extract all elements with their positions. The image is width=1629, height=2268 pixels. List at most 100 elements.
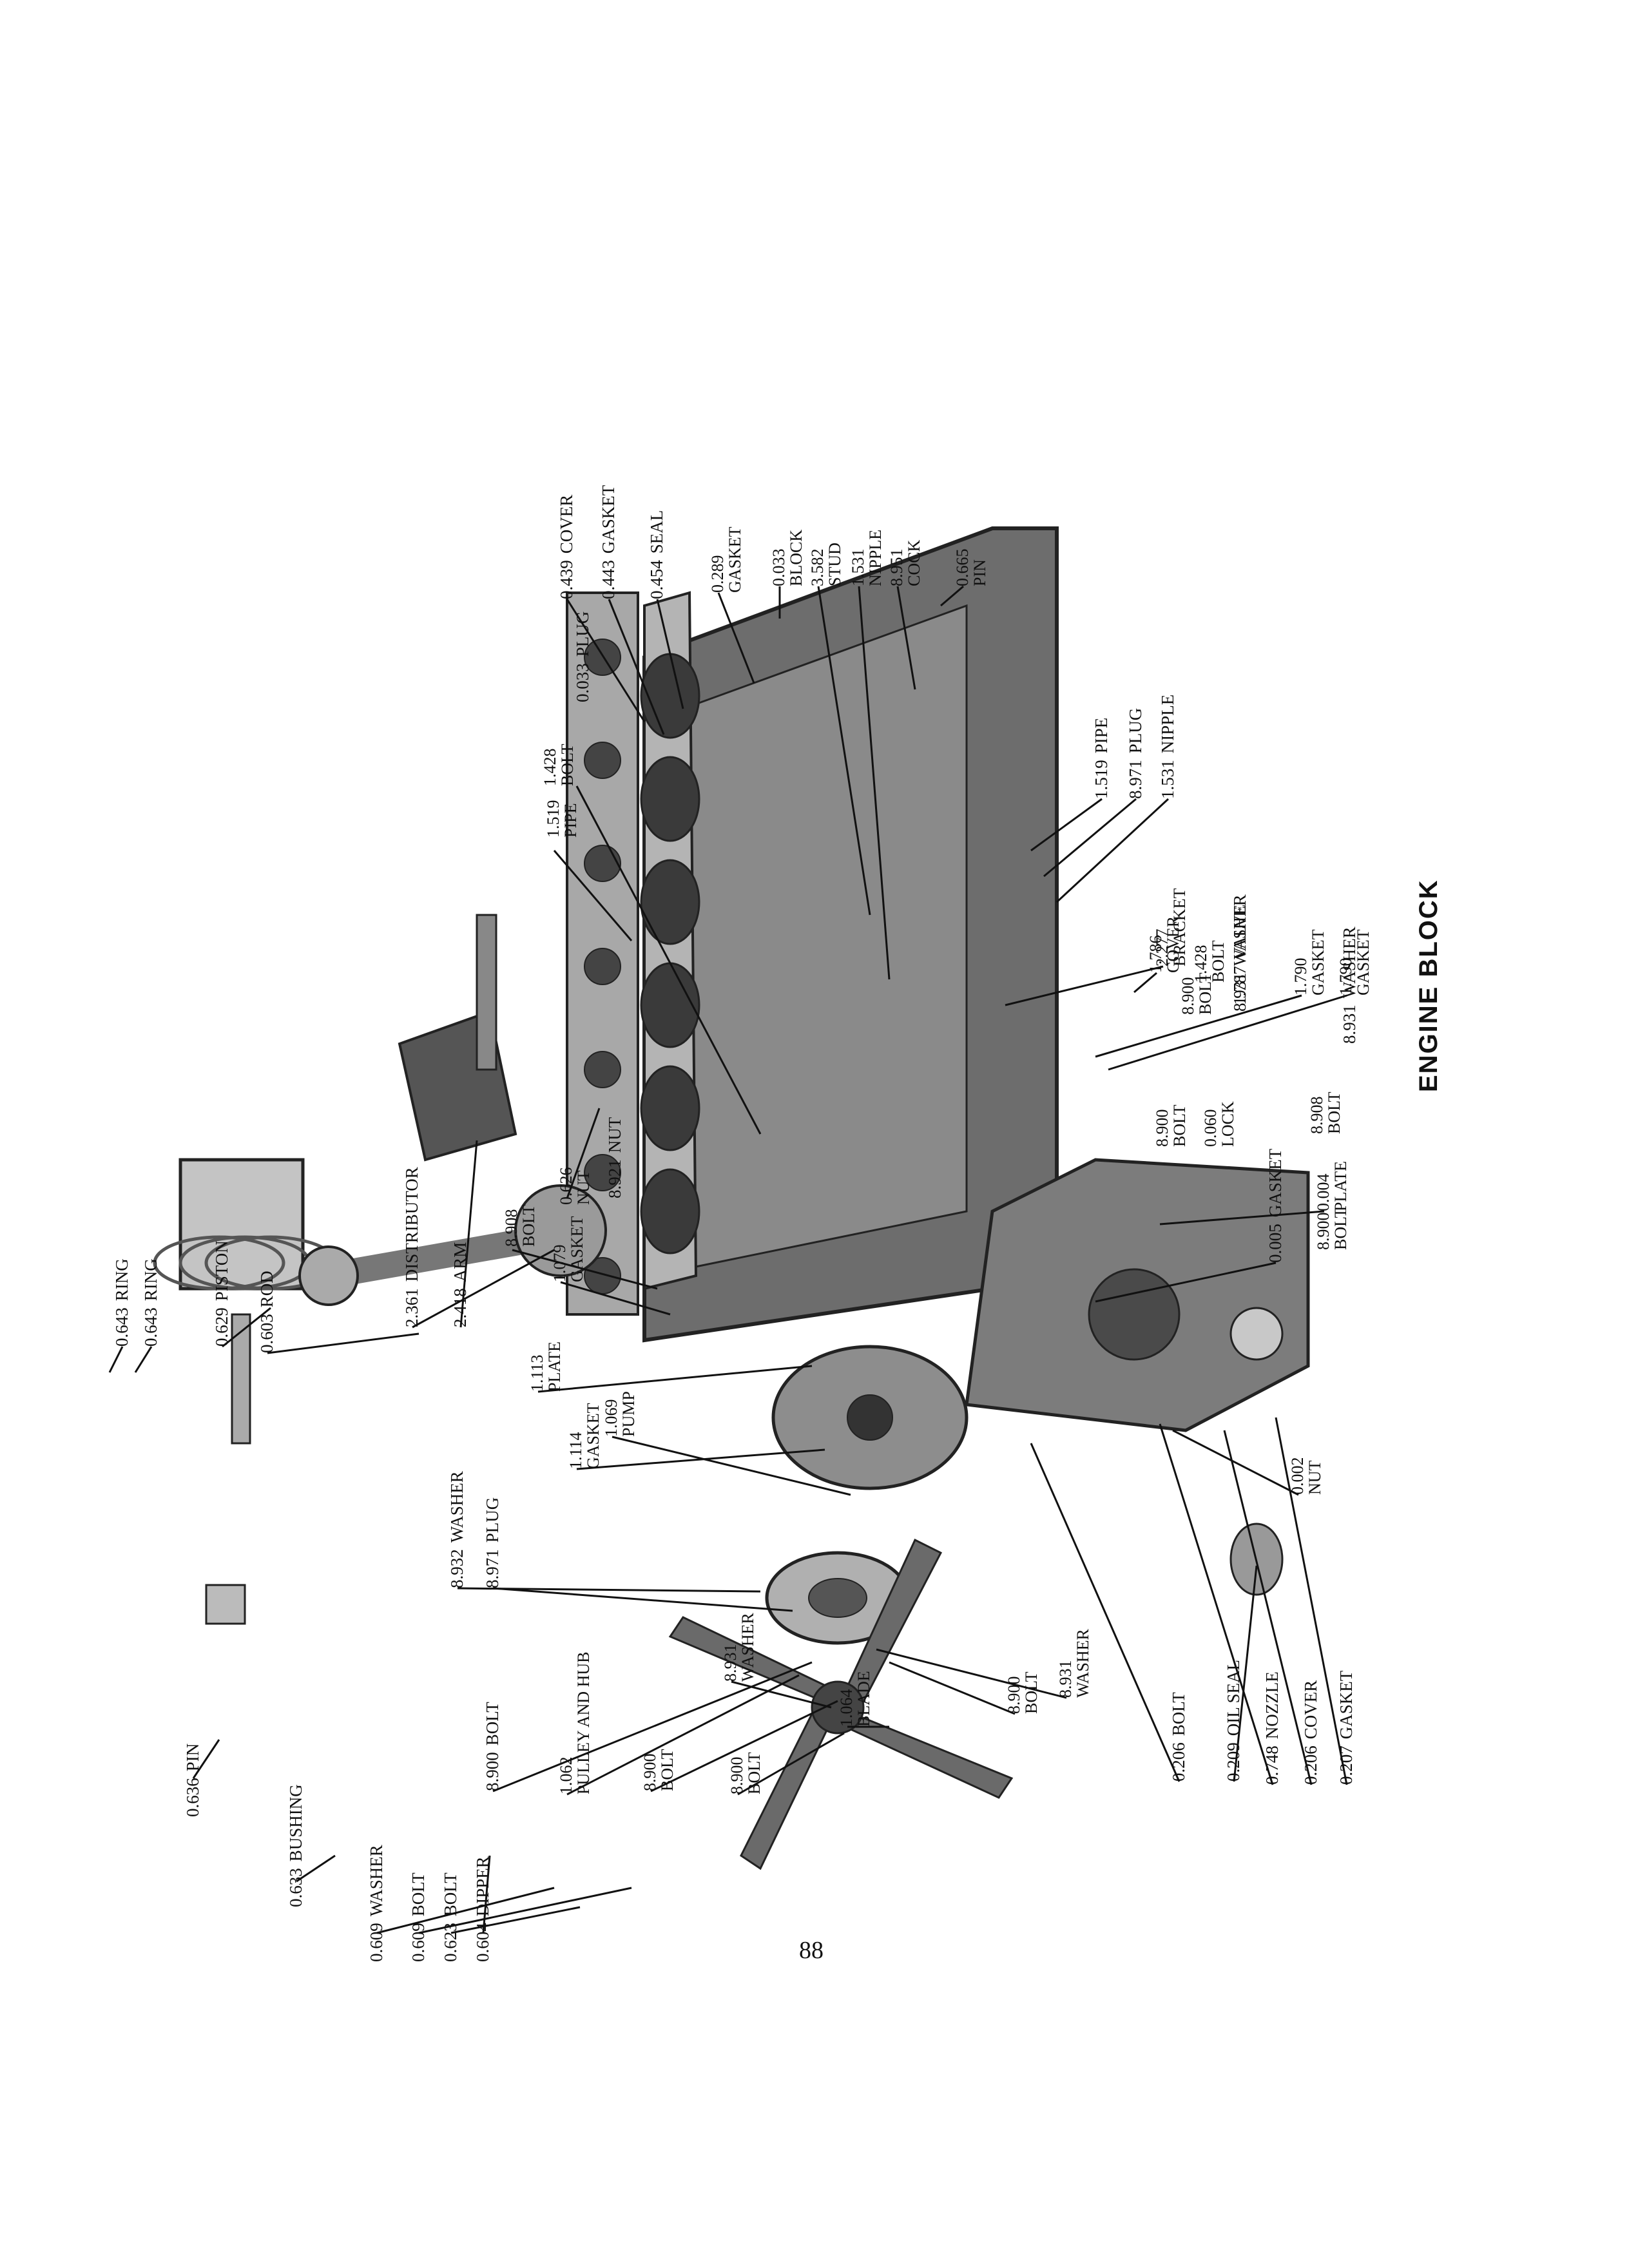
part-name: PIPE	[1092, 717, 1111, 754]
part-name: BOLT	[519, 1204, 538, 1247]
callout-oilseal: 0.209OIL SEAL	[1224, 1660, 1243, 1782]
callout-washer609: 0.609WASHER	[367, 1845, 386, 1962]
leader-line	[553, 850, 633, 941]
callout-cover439: 0.439COVER	[557, 495, 576, 599]
part-name: NUT	[1306, 1460, 1324, 1495]
part-name: WASHER	[447, 1471, 467, 1543]
leader-line	[418, 1887, 632, 1934]
part-number: 0.636	[183, 1778, 202, 1817]
leader-line	[566, 1674, 800, 1796]
page-number: 88	[799, 1937, 824, 1964]
leader-line	[1233, 1565, 1258, 1782]
part-number: 0.443	[599, 560, 618, 599]
cylinder-bore	[640, 1065, 700, 1151]
pump-shaft	[847, 1394, 893, 1441]
leader-line	[1030, 1443, 1181, 1782]
part-name: NIPPLE	[866, 529, 885, 586]
part-name: GASKET	[1309, 929, 1327, 995]
leader-line	[267, 1332, 419, 1354]
leader-line	[450, 1906, 581, 1934]
connecting-rod	[326, 1224, 550, 1289]
part-number: 3.582	[808, 548, 827, 587]
callout-bushing: 0.633BUSHING	[286, 1784, 305, 1907]
leader-line	[482, 1855, 491, 1934]
part-number: 0.033	[769, 548, 788, 587]
callout-dipper: 0.604DIPPER	[473, 1856, 492, 1962]
part-name: BOLT	[409, 1872, 428, 1917]
leader-line	[566, 599, 646, 722]
callout-rod: 0.603ROD	[257, 1271, 276, 1353]
part-number: 1.519	[544, 800, 563, 838]
part-name: PLUG	[1126, 707, 1145, 754]
leader-line	[817, 586, 871, 916]
part-number: 8.908	[1307, 1096, 1326, 1135]
leader-line	[134, 1346, 153, 1373]
callout-bolt8900d: 8.900BOLT	[483, 1702, 502, 1791]
rod-big-end	[514, 1184, 607, 1277]
leader-line	[876, 1648, 1067, 1699]
leader-line	[737, 1732, 845, 1796]
callout-plug8971a: 8.971PLUG	[1126, 707, 1145, 799]
part-name: COCK	[905, 539, 923, 586]
part-name: BOLT	[1022, 1671, 1041, 1715]
callout-washer8931a: 8.931WASHER	[1230, 894, 1249, 1012]
cover-bolt-hole	[584, 742, 621, 779]
piston-ring	[153, 1235, 285, 1291]
part-number: 0.665	[953, 548, 972, 587]
part-name: PIPE	[561, 803, 580, 838]
part-number: 2.277	[1153, 928, 1171, 967]
leader-line	[492, 1661, 813, 1792]
part-number: 0.033	[573, 663, 592, 702]
part-name: ARM	[450, 1242, 470, 1282]
piston	[178, 1158, 305, 1291]
callout-gasket443: 0.443GASKET	[599, 485, 618, 599]
leader-line	[1108, 994, 1347, 1071]
leader-line	[656, 599, 684, 709]
part-number: 8.900	[1005, 1676, 1023, 1715]
part-number: 0.748	[1262, 1745, 1282, 1785]
part-name: BOLT	[745, 1752, 764, 1795]
part-number: 0.623	[441, 1923, 460, 1962]
part-name: RING	[141, 1258, 160, 1302]
cylinder-bore	[640, 653, 700, 739]
leader-line	[1133, 972, 1157, 994]
leader-line	[1030, 798, 1103, 852]
part-number: 0.002	[1288, 1457, 1307, 1495]
distributor-shaft	[476, 914, 497, 1071]
part-name: WASHER	[1074, 1629, 1092, 1698]
part-name: COVER	[1301, 1680, 1320, 1740]
part-number: 8.921	[605, 1159, 624, 1198]
part-number: 8.900	[1179, 977, 1197, 1015]
part-number: 0.603	[257, 1314, 276, 1353]
cylinder-bore	[640, 962, 700, 1048]
part-name: PUMP	[619, 1391, 638, 1437]
leader-line	[560, 1281, 671, 1316]
part-name: GASKET	[726, 526, 744, 593]
leader-line	[376, 1887, 555, 1934]
part-name: BOLT	[1169, 1692, 1188, 1736]
leader-line	[459, 1140, 478, 1328]
part-number: 8.900	[728, 1756, 746, 1795]
leader-line	[608, 599, 665, 735]
part-number: 1.790	[1291, 957, 1310, 996]
part-number: 1.531	[849, 548, 867, 587]
part-name: NUT	[574, 1170, 593, 1205]
part-number: 0.060	[1201, 1109, 1220, 1148]
part-name: BOLT	[1325, 1091, 1344, 1135]
hub-center	[808, 1578, 867, 1618]
part-name: DISTRIBUTOR	[402, 1167, 421, 1282]
part-name: BOLT	[658, 1749, 677, 1792]
callout-nozzle: 0.748NOZZLE	[1262, 1671, 1282, 1785]
